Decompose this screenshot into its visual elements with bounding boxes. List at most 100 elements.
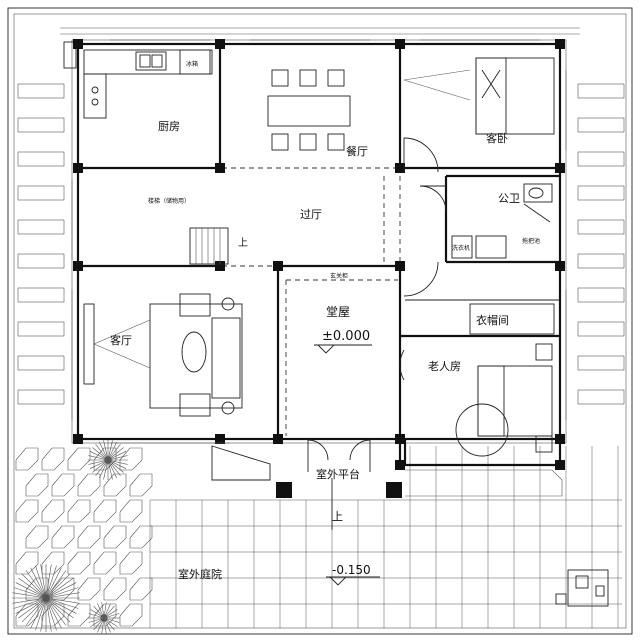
label-dining: 餐厅 <box>346 144 368 158</box>
fence-panel <box>17 253 65 269</box>
fence-panel <box>577 83 625 99</box>
column <box>73 39 83 49</box>
left-fence-panels <box>17 83 65 405</box>
column <box>395 39 405 49</box>
column <box>555 39 565 49</box>
elder-bed <box>455 303 555 457</box>
stepping-stone <box>25 525 49 549</box>
fence-panel <box>577 151 625 167</box>
fence-panel <box>577 389 625 405</box>
column <box>395 434 405 444</box>
fence-panel <box>577 253 625 269</box>
stepping-stone <box>119 551 143 575</box>
stepping-stone <box>15 499 39 523</box>
column <box>555 261 565 271</box>
stairs <box>189 227 229 265</box>
living-room-furniture <box>83 293 243 417</box>
stepping-stone <box>67 603 91 627</box>
label-stair-note: 楼梯（储物用） <box>148 197 190 205</box>
label-corridor: 过厅 <box>300 208 322 221</box>
stepping-stone <box>77 577 101 601</box>
interior-walls <box>78 44 560 465</box>
column <box>395 261 405 271</box>
windows <box>71 39 567 444</box>
column <box>555 460 565 470</box>
fence-panel <box>17 321 65 337</box>
stepping-stone <box>51 473 75 497</box>
fence-panel <box>17 389 65 405</box>
column <box>395 163 405 173</box>
level-marker-courtyard <box>326 576 380 586</box>
guest-bed <box>403 57 555 135</box>
stepping-stone <box>103 577 127 601</box>
dashed-openings <box>222 167 401 436</box>
label-stair-up: 上 <box>238 237 248 249</box>
fence-panel <box>17 151 65 167</box>
label-elder-bedroom: 老人房 <box>428 360 461 373</box>
stepping-stone <box>119 447 143 471</box>
column <box>215 163 225 173</box>
label-main-hall: 堂屋 <box>326 305 350 319</box>
stepping-stone <box>129 473 153 497</box>
label-entry-cabinet: 玄关柜 <box>330 272 348 280</box>
top-fence <box>60 27 580 35</box>
stepping-stone <box>15 447 39 471</box>
level-marker-hall <box>314 344 372 354</box>
label-washer: 洗衣机 <box>452 244 470 252</box>
fence-panel <box>17 117 65 133</box>
fence-panel <box>577 219 625 235</box>
label-terrace-up: 上 <box>332 510 343 523</box>
stepping-stone <box>119 499 143 523</box>
structural-columns <box>73 39 565 470</box>
stepping-stone <box>15 551 39 575</box>
doors <box>307 137 447 472</box>
column <box>215 434 225 444</box>
label-public-bath: 公卫 <box>498 192 520 205</box>
stepping-stone <box>103 525 127 549</box>
stepping-stone <box>41 551 65 575</box>
courtyard-paving <box>149 446 622 628</box>
stepping-stone <box>129 525 153 549</box>
column <box>273 434 283 444</box>
stepping-stone <box>67 499 91 523</box>
stepping-stone <box>103 473 127 497</box>
stepping-stone <box>119 603 143 627</box>
label-hall-level: ±0.000 <box>322 329 370 344</box>
fence-panel <box>17 287 65 303</box>
stepping-stone <box>25 473 49 497</box>
site-boundary <box>7 7 633 635</box>
column <box>215 261 225 271</box>
fence-panel <box>577 321 625 337</box>
label-terrace: 室外平台 <box>316 467 360 481</box>
label-living: 客厅 <box>110 333 132 347</box>
stepping-stone <box>129 577 153 601</box>
stepping-stone <box>77 473 101 497</box>
label-courtyard-level: -0.150 <box>332 563 371 577</box>
column <box>395 460 405 470</box>
fence-panel <box>577 185 625 201</box>
column <box>555 434 565 444</box>
label-courtyard: 室外庭院 <box>178 567 222 581</box>
column <box>273 261 283 271</box>
fence-panel <box>577 117 625 133</box>
label-closet: 衣帽间 <box>476 313 509 327</box>
stepping-stone <box>41 499 65 523</box>
bathroom-fixtures <box>451 183 553 259</box>
label-fridge: 冰箱 <box>186 60 198 68</box>
entry-ramp <box>211 445 402 530</box>
shrub-icon <box>88 602 120 634</box>
label-kitchen: 厨房 <box>158 120 180 133</box>
stepping-stone <box>67 551 91 575</box>
fence-panel <box>17 355 65 371</box>
column <box>73 434 83 444</box>
label-mop-sink: 拖把池 <box>522 237 540 245</box>
fence-panel <box>577 355 625 371</box>
fence-panel <box>577 287 625 303</box>
stepping-stone <box>51 525 75 549</box>
stepping-stone <box>15 603 39 627</box>
kitchen-fixtures <box>83 49 213 119</box>
dining-table <box>267 69 351 151</box>
stepping-stone <box>93 551 117 575</box>
fence-panel <box>17 83 65 99</box>
